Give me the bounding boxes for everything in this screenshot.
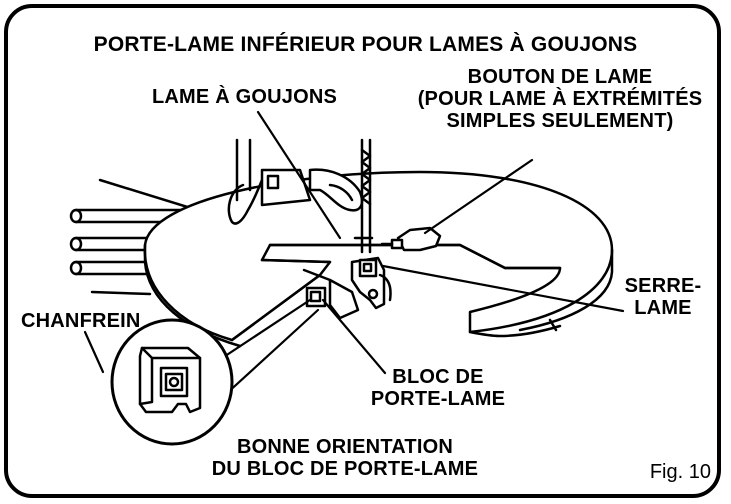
blade-knob xyxy=(396,226,442,252)
leader-pin-blade xyxy=(256,110,342,240)
blade-teeth xyxy=(360,148,372,206)
upper-guide xyxy=(308,168,364,212)
label-orientation-1: BONNE ORIENTATION xyxy=(237,436,453,458)
label-blade-knob: BOUTON DE LAME (POUR LAME À EXTRÉMITÉS S… xyxy=(395,66,725,132)
lower-bracket xyxy=(328,278,360,320)
table-slot xyxy=(230,273,322,342)
label-orientation: BONNE ORIENTATION DU BLOC DE PORTE-LAME xyxy=(190,436,500,480)
leader-blade-clamp xyxy=(381,264,625,313)
table-notch xyxy=(548,318,558,332)
arm-line xyxy=(90,290,152,296)
blade-clamp-block xyxy=(358,258,378,278)
blade xyxy=(360,138,372,254)
leader-holder-block xyxy=(321,298,387,375)
label-blade-clamp-1: SERRE- xyxy=(624,275,702,297)
table-top xyxy=(143,170,614,342)
label-pin-blade: LAME À GOUJONS xyxy=(152,86,338,108)
label-blade-clamp-2: LAME xyxy=(634,297,692,319)
label-blade-knob-title: BOUTON DE LAME xyxy=(467,66,653,88)
figure-title: PORTE-LAME INFÉRIEUR POUR LAMES À GOUJON… xyxy=(93,33,638,56)
label-blade-knob-note-1: (POUR LAME À EXTRÉMITÉS xyxy=(417,88,703,110)
label-blade-clamp: SERRE- LAME xyxy=(618,275,708,319)
table-slot xyxy=(260,258,332,264)
holder-block xyxy=(305,286,327,308)
clamp-screw xyxy=(266,174,280,190)
table-edge xyxy=(143,243,242,348)
leader-chamfer xyxy=(83,330,105,374)
upper-arm xyxy=(227,178,264,225)
table-underside xyxy=(468,324,562,338)
label-holder-block-1: BLOC DE xyxy=(392,366,484,388)
figure-number: Fig. 10 xyxy=(649,461,711,483)
leader-zoom xyxy=(223,308,320,397)
label-orientation-2: DU BLOC DE PORTE-LAME xyxy=(211,458,479,480)
table-slot xyxy=(268,243,562,270)
label-blade-knob-note-2: SIMPLES SEULEMENT) xyxy=(446,110,674,132)
label-chamfer: CHANFREIN xyxy=(21,310,141,332)
label-holder-block: BLOC DE PORTE-LAME xyxy=(348,366,528,410)
label-holder-block-2: PORTE-LAME xyxy=(370,388,506,410)
leader-blade-knob xyxy=(423,158,534,235)
